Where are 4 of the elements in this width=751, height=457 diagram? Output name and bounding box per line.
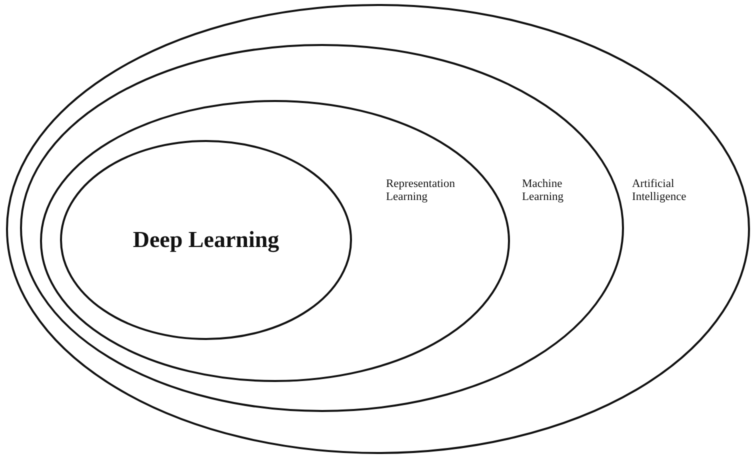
set-label: Representation Learning xyxy=(386,178,456,204)
set-label: Machine Learning xyxy=(522,178,565,204)
set-label: Deep Learning xyxy=(132,227,280,253)
set-label: Artificial Intelligence xyxy=(632,178,688,204)
